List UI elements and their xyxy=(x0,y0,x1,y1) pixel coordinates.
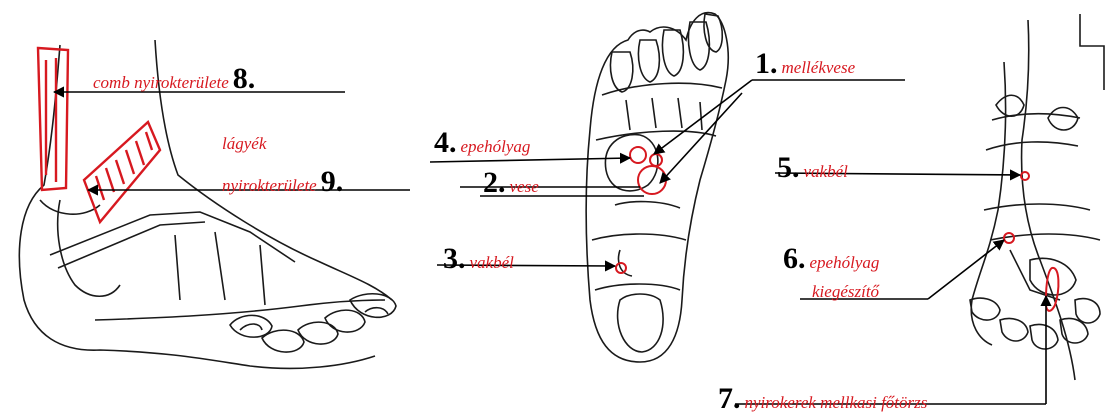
label-4-term: epehólyag xyxy=(461,137,531,156)
label-5-term: vakbél xyxy=(804,162,848,181)
label-1-adrenal-gland: 1. mellékvese xyxy=(755,49,855,79)
label-4-number: 4. xyxy=(434,126,457,159)
label-7-term: nyirokerek mellkasi főtörzs xyxy=(745,393,928,412)
label-8-term: comb nyirokterülete xyxy=(93,73,229,92)
label-3-appendix: 3. vakbél xyxy=(443,244,514,274)
label-2-kidney: 2. vese xyxy=(483,168,539,198)
leader-lines xyxy=(54,80,1046,404)
label-6-term: epehólyag xyxy=(810,253,880,272)
label-3-term: vakbél xyxy=(470,253,514,272)
label-1-term: mellékvese xyxy=(782,58,856,77)
label-8-thigh-lymph: comb nyirokterülete 8. xyxy=(93,64,255,94)
label-3-number: 3. xyxy=(443,242,466,275)
label-6-supplement: kiegészítő xyxy=(812,283,879,301)
label-9-term: nyirokterülete xyxy=(222,176,317,195)
label-2-term: vese xyxy=(510,177,539,196)
label-5-appendix: 5. vakbél xyxy=(777,153,848,183)
label-4-gallbladder: 4. epehólyag xyxy=(434,128,530,158)
label-6-number: 6. xyxy=(783,242,806,275)
label-5-number: 5. xyxy=(777,151,800,184)
label-7-number: 7. xyxy=(718,382,741,415)
label-9-groin-line1: lágyék xyxy=(222,135,266,153)
label-6-gallbladder: 6. epehólyag xyxy=(783,244,879,274)
label-2-number: 2. xyxy=(483,166,506,199)
label-6b-term: kiegészítő xyxy=(812,282,879,301)
label-9-number: 9. xyxy=(321,165,344,198)
label-8-number: 8. xyxy=(233,62,256,95)
label-9a-term: lágyék xyxy=(222,134,266,153)
label-1-number: 1. xyxy=(755,47,778,80)
label-7-thoracic-duct: 7. nyirokerek mellkasi főtörzs xyxy=(718,384,927,414)
foot-top-view-illustration xyxy=(970,14,1104,380)
sole-reflex-highlights xyxy=(616,147,666,273)
label-9-groin-lymph: nyirokterülete 9. xyxy=(222,167,343,197)
